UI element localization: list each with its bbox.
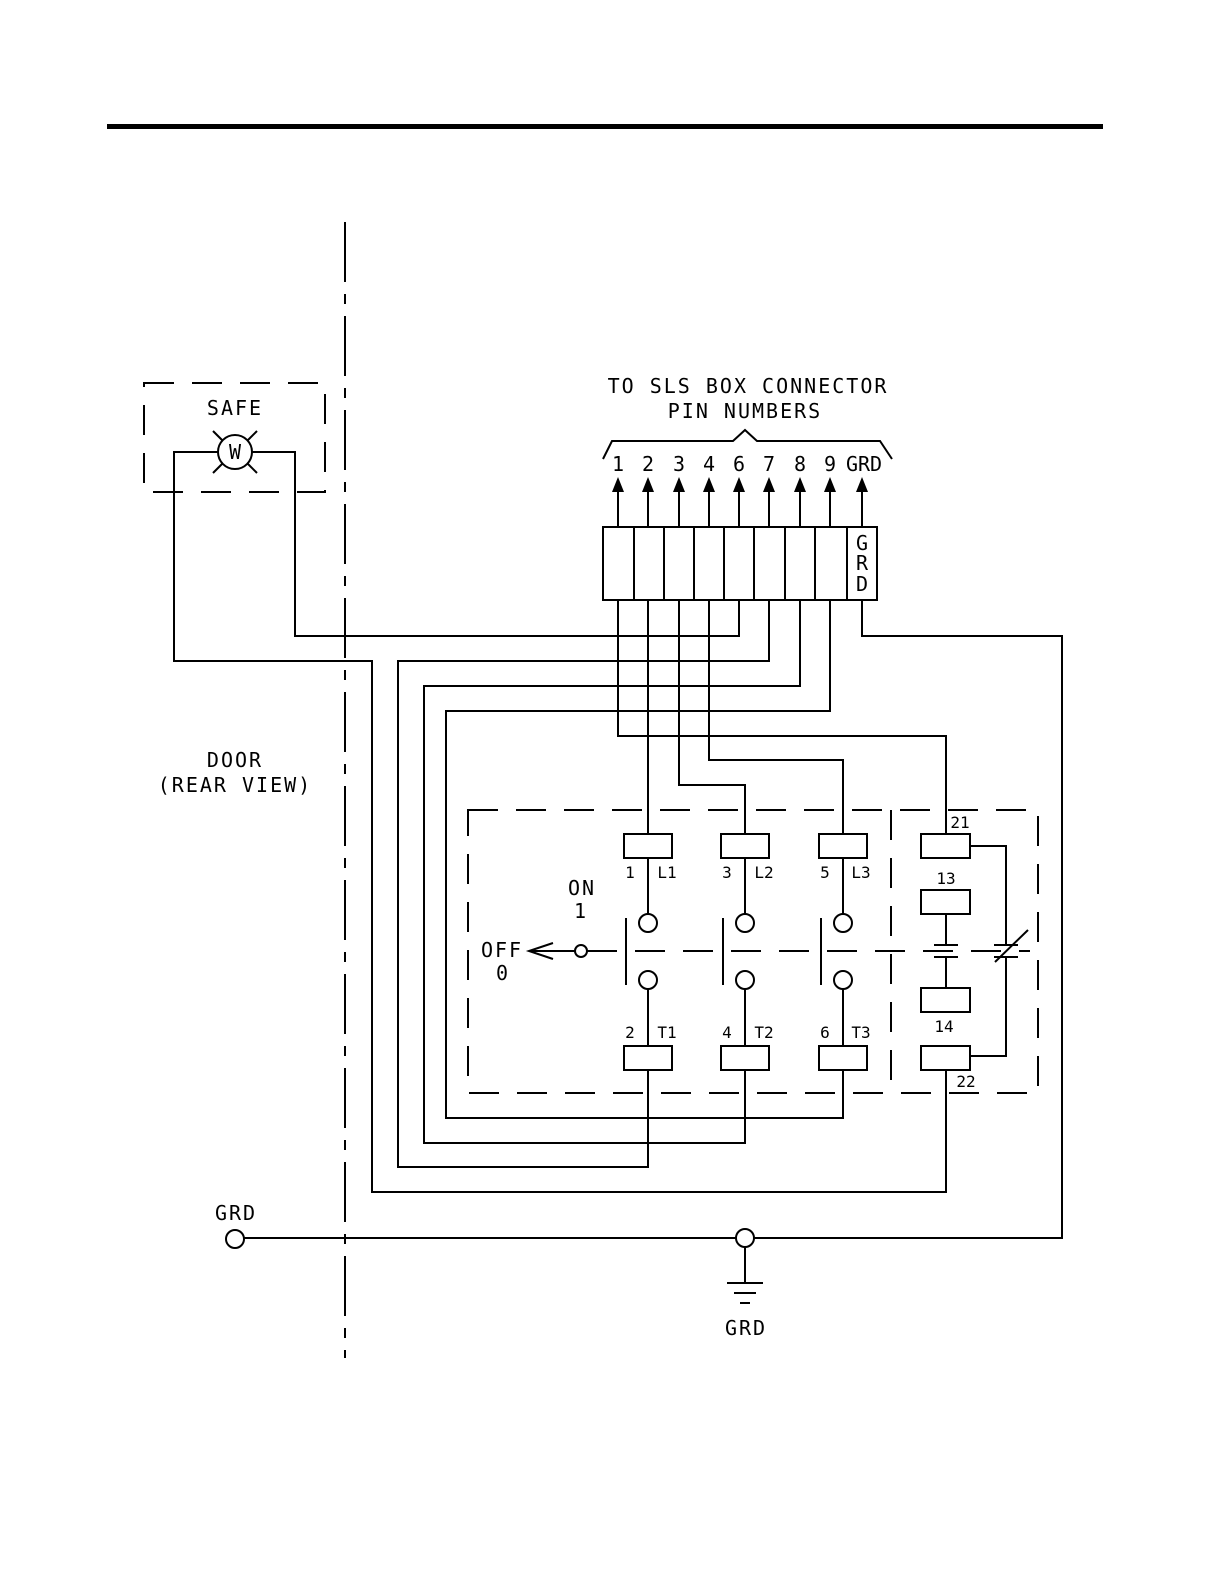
terminal-t2	[721, 1046, 769, 1070]
arrow-up-icon	[794, 477, 806, 527]
ground-terminal-icon	[226, 1230, 244, 1248]
lamp-label: SAFE	[207, 396, 263, 420]
term-name: T3	[851, 1023, 870, 1042]
arrow-up-icon	[642, 477, 654, 527]
term-name: L1	[657, 863, 676, 882]
term-name: L2	[754, 863, 773, 882]
pin-labels: 1 2 3 4 6 7 8 9 GRD	[612, 452, 882, 476]
ground-network: GRD GRD	[215, 1201, 767, 1340]
aux-label: 13	[936, 869, 955, 888]
arrow-up-icon	[763, 477, 775, 527]
header-rule	[107, 124, 1103, 129]
door-label-line2: (REAR VIEW)	[158, 773, 312, 797]
arrow-up-icon	[824, 477, 836, 527]
block-grd-letter: D	[856, 572, 868, 596]
aux-terminal-21	[921, 834, 970, 858]
door-label-line1: DOOR	[207, 748, 263, 772]
connector-heading-line1: TO SLS BOX CONNECTOR	[608, 374, 889, 398]
pin-label: 6	[733, 452, 745, 476]
term-name: L3	[851, 863, 870, 882]
operator-pivot-icon	[575, 945, 587, 957]
aux-terminal-13	[921, 890, 970, 914]
term-num: 1	[625, 863, 635, 882]
aux-label: 14	[934, 1017, 953, 1036]
arrow-up-icon	[612, 477, 624, 527]
arrow-up-icon	[703, 477, 715, 527]
pin-label: 8	[794, 452, 806, 476]
off-value: 0	[496, 961, 510, 985]
lamp-symbol: W	[229, 440, 242, 464]
disconnect-switch: 1 L1 3 L2 5 L3 2 T1 4 T2 6 T3 ON 1 OFF 0	[468, 810, 1038, 1093]
aux-label: 22	[956, 1072, 975, 1091]
term-name: T1	[657, 1023, 676, 1042]
wires	[398, 600, 1062, 1238]
pin-arrows	[612, 477, 868, 527]
connector-heading-line2: PIN NUMBERS	[668, 399, 822, 423]
pin-label: 4	[703, 452, 715, 476]
arrow-up-icon	[733, 477, 745, 527]
terminal-t1	[624, 1046, 672, 1070]
on-value: 1	[574, 899, 588, 923]
term-num: 5	[820, 863, 830, 882]
terminal-block: G R D	[603, 527, 877, 600]
bottom-grd-label: GRD	[725, 1316, 767, 1340]
terminal-t3	[819, 1046, 867, 1070]
terminal-l3	[819, 834, 867, 858]
left-grd-label: GRD	[215, 1201, 257, 1225]
pin-label: 9	[824, 452, 836, 476]
pin-label: GRD	[846, 452, 882, 476]
aux-label: 21	[950, 813, 969, 832]
term-num: 6	[820, 1023, 830, 1042]
pin-label: 2	[642, 452, 654, 476]
term-num: 2	[625, 1023, 635, 1042]
term-name: T2	[754, 1023, 773, 1042]
ground-symbol-icon	[727, 1247, 763, 1303]
off-label: OFF	[481, 938, 523, 962]
term-num: 4	[722, 1023, 732, 1042]
term-num: 3	[722, 863, 732, 882]
ground-junction-icon	[736, 1229, 754, 1247]
terminal-l1	[624, 834, 672, 858]
terminal-l2	[721, 834, 769, 858]
pin-label: 7	[763, 452, 775, 476]
pin-label: 3	[673, 452, 685, 476]
on-label: ON	[568, 876, 596, 900]
aux-terminal-14	[921, 988, 970, 1012]
pin-label: 1	[612, 452, 624, 476]
aux-terminal-22	[921, 1046, 970, 1070]
arrow-up-icon	[856, 477, 868, 527]
arrow-up-icon	[673, 477, 685, 527]
